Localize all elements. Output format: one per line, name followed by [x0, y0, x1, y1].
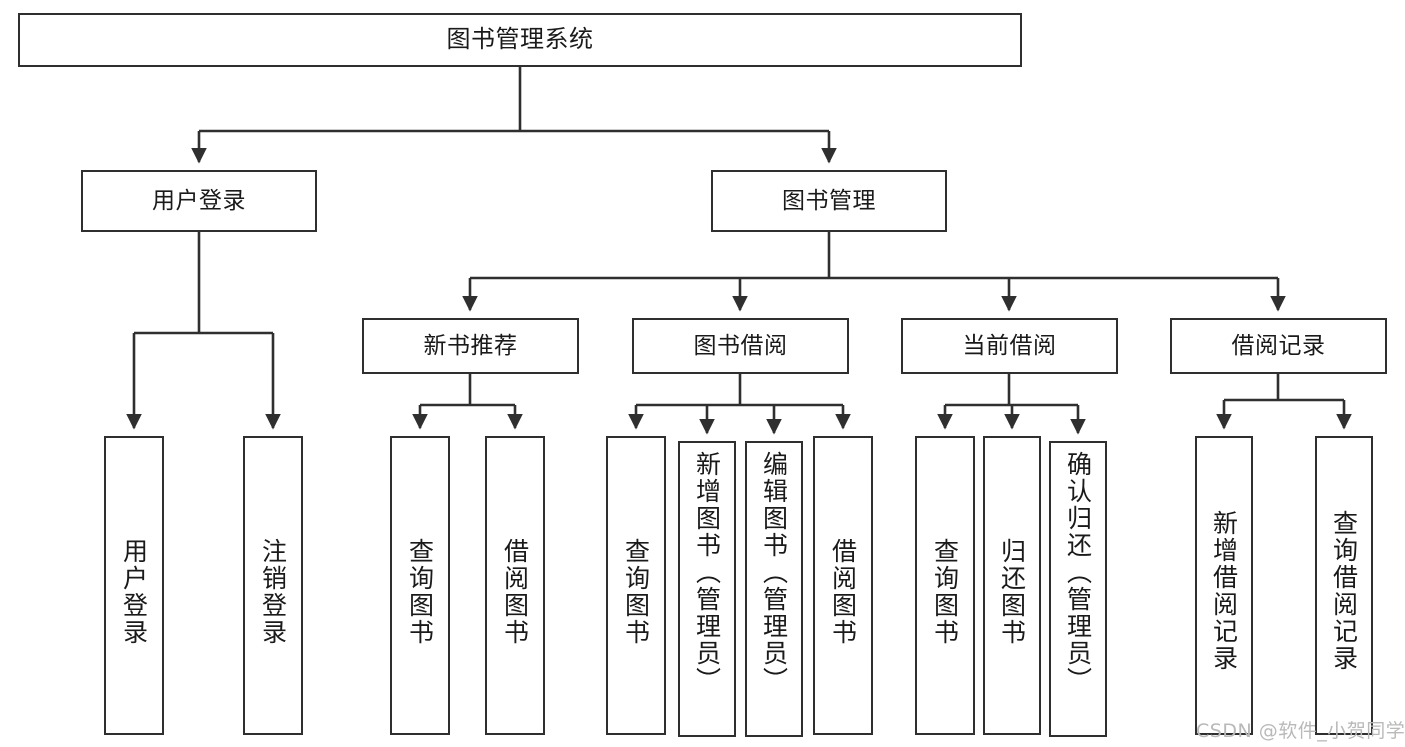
node-book-borrow[interactable]: 图书借阅 [632, 318, 849, 374]
node-leaf-borrow-book-2-label: 借阅图书 [828, 538, 858, 646]
node-new-book-recommend-label: 新书推荐 [423, 332, 518, 359]
node-borrow-record[interactable]: 借阅记录 [1170, 318, 1387, 374]
node-leaf-add-book[interactable]: 新增图书（管理员） [678, 441, 736, 737]
node-current-borrow[interactable]: 当前借阅 [901, 318, 1118, 374]
node-leaf-query-record-label: 查询借阅记录 [1329, 510, 1359, 672]
node-leaf-user-login-label: 用户登录 [119, 538, 149, 646]
node-leaf-edit-book-label: 编辑图书（管理员） [759, 451, 789, 694]
node-book-borrow-label: 图书借阅 [693, 332, 788, 359]
node-leaf-confirm-return-label: 确认归还（管理员） [1063, 451, 1093, 694]
node-leaf-add-record-label: 新增借阅记录 [1209, 510, 1239, 672]
node-user-login-label: 用户登录 [152, 187, 246, 214]
csdn-watermark-text: CSDN @软件_小贺同学 [1196, 720, 1405, 742]
node-borrow-record-label: 借阅记录 [1231, 332, 1326, 359]
node-leaf-borrow-book-1[interactable]: 借阅图书 [485, 436, 545, 735]
node-leaf-confirm-return[interactable]: 确认归还（管理员） [1049, 441, 1107, 737]
node-leaf-borrow-book-1-label: 借阅图书 [500, 538, 530, 646]
node-user-login[interactable]: 用户登录 [81, 170, 317, 232]
node-leaf-borrow-book-2[interactable]: 借阅图书 [813, 436, 873, 735]
node-leaf-edit-book[interactable]: 编辑图书（管理员） [745, 441, 803, 737]
node-leaf-add-book-label: 新增图书（管理员） [692, 451, 722, 694]
node-book-manage-label: 图书管理 [782, 187, 876, 214]
node-leaf-query-book-3[interactable]: 查询图书 [915, 436, 975, 735]
node-root-label: 图书管理系统 [446, 25, 594, 54]
node-leaf-user-logout-label: 注销登录 [258, 538, 288, 646]
node-leaf-query-book-2-label: 查询图书 [621, 538, 651, 646]
node-root[interactable]: 图书管理系统 [18, 13, 1022, 67]
node-leaf-query-book-1-label: 查询图书 [405, 538, 435, 646]
node-leaf-return-book[interactable]: 归还图书 [983, 436, 1041, 735]
node-current-borrow-label: 当前借阅 [962, 332, 1057, 359]
node-new-book-recommend[interactable]: 新书推荐 [362, 318, 579, 374]
node-leaf-add-record[interactable]: 新增借阅记录 [1195, 436, 1253, 735]
node-leaf-query-book-3-label: 查询图书 [930, 538, 960, 646]
node-leaf-query-book-2[interactable]: 查询图书 [606, 436, 666, 735]
node-book-manage[interactable]: 图书管理 [711, 170, 947, 232]
csdn-watermark: CSDN @软件_小贺同学 [1196, 716, 1405, 743]
node-leaf-user-login[interactable]: 用户登录 [104, 436, 164, 735]
node-leaf-query-record[interactable]: 查询借阅记录 [1315, 436, 1373, 735]
node-leaf-user-logout[interactable]: 注销登录 [243, 436, 303, 735]
node-leaf-query-book-1[interactable]: 查询图书 [390, 436, 450, 735]
node-leaf-return-book-label: 归还图书 [997, 538, 1027, 646]
